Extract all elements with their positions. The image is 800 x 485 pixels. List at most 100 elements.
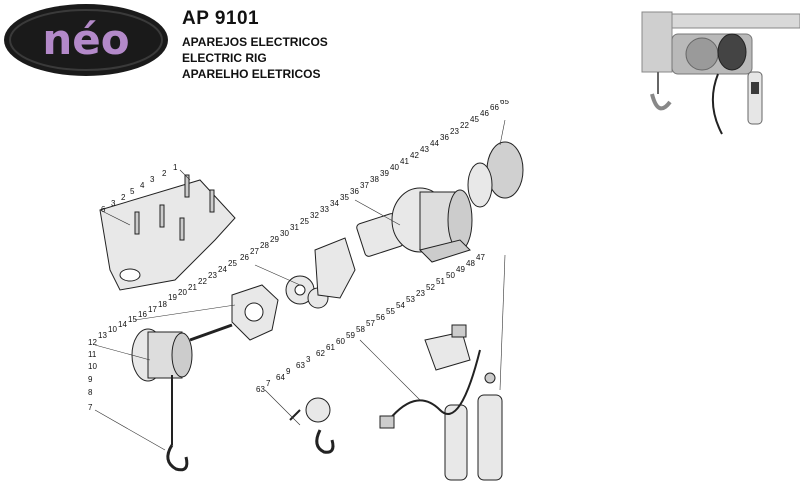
part-label: 10 (108, 325, 117, 334)
gear-cover (314, 237, 356, 299)
part-label: 3 (150, 175, 155, 184)
part-label: 52 (426, 283, 435, 292)
part-label: 34 (330, 199, 339, 208)
part-label: 27 (250, 247, 259, 256)
part-label: 8 (88, 388, 93, 397)
title-en: ELECTRIC RIG (182, 51, 267, 65)
part-label: 63 (256, 385, 265, 394)
title-pt: APARELHO ELETRICOS (182, 67, 321, 81)
part-label: 22 (460, 121, 469, 130)
part-label: 54 (396, 301, 405, 310)
part-label: 9 (286, 367, 291, 376)
part-label: 9 (88, 375, 93, 384)
part-label: 43 (420, 145, 429, 154)
part-label: 16 (138, 310, 147, 319)
part-label: 15 (128, 315, 137, 324)
part-label: 61 (326, 343, 335, 352)
pulley-hook (315, 429, 335, 454)
part-label: 30 (280, 229, 289, 238)
mounting-bracket (99, 179, 236, 291)
part-label: 59 (346, 331, 355, 340)
part-label: 28 (260, 241, 269, 250)
part-label: 40 (390, 163, 399, 172)
part-label: 33 (320, 205, 329, 214)
part-label: 50 (446, 271, 455, 280)
part-label: 25 (228, 259, 237, 268)
part-label: 11 (88, 350, 97, 359)
part-label: 22 (198, 277, 207, 286)
part-label: 66 (490, 103, 499, 112)
part-label: 7 (88, 403, 93, 412)
part-label: 39 (380, 169, 389, 178)
part-label: 45 (470, 115, 479, 124)
part-label: 36 (440, 133, 449, 142)
part-label: 64 (276, 373, 285, 382)
part-label: 48 (466, 259, 475, 268)
part-label: 26 (240, 253, 249, 262)
remote-pendant (444, 404, 468, 481)
part-label: 24 (218, 265, 227, 274)
part-label: 53 (406, 295, 415, 304)
part-label: 23 (450, 127, 459, 136)
bracket-bolts (134, 174, 215, 241)
part-label: 13 (98, 331, 107, 340)
part-label: 63 (296, 361, 305, 370)
part-label: 4 (140, 181, 145, 190)
part-label: 23 (416, 289, 425, 298)
part-label: 12 (88, 338, 97, 347)
part-label: 23 (208, 271, 217, 280)
product-photo (641, 11, 800, 135)
part-label: 47 (476, 253, 485, 262)
power-cord (384, 349, 481, 426)
part-label: 32 (310, 211, 319, 220)
part-label: 42 (410, 151, 419, 160)
part-labels: 1 2 3 4 5 2 3 6 7 8 9 10 11 12 13 10 14 … (88, 100, 509, 412)
part-label: 49 (456, 265, 465, 274)
base-plate (419, 239, 471, 263)
part-label: 19 (168, 293, 177, 302)
title-es: APAREJOS ELECTRICOS (182, 35, 328, 49)
part-label: 65 (500, 100, 509, 106)
part-label: 37 (360, 181, 369, 190)
part-label: 1 (173, 163, 178, 172)
part-label: 58 (356, 325, 365, 334)
fan-cover (486, 141, 524, 199)
part-label: 14 (118, 320, 127, 329)
model-title: AP 9101 (182, 8, 260, 29)
remote-pendant-body (477, 394, 503, 481)
part-label: 46 (480, 109, 489, 118)
part-label: 29 (270, 235, 279, 244)
part-label: 44 (430, 139, 439, 148)
part-label: 7 (266, 379, 271, 388)
control-box (424, 331, 471, 371)
part-label: 10 (88, 362, 97, 371)
part-label: 62 (316, 349, 325, 358)
part-label: 2 (121, 193, 126, 202)
part-label: 17 (148, 305, 157, 314)
part-label: 55 (386, 307, 395, 316)
part-label: 56 (376, 313, 385, 322)
part-label: 51 (436, 277, 445, 286)
pulley-wheel (305, 397, 331, 423)
part-label: 2 (162, 169, 167, 178)
exploded-parts-diagram: 1 2 3 4 5 2 3 6 7 8 9 10 11 12 13 10 14 … (88, 100, 524, 481)
header: AP 9101 APAREJOS ELECTRICOS ELECTRIC RIG… (182, 8, 328, 82)
part-label: 57 (366, 319, 375, 328)
part-label: 6 (101, 205, 106, 214)
part-label: 25 (300, 217, 309, 226)
part-label: 31 (290, 223, 299, 232)
part-label: 60 (336, 337, 345, 346)
part-label: 35 (340, 193, 349, 202)
part-label: 5 (130, 187, 135, 196)
part-label: 20 (178, 288, 187, 297)
part-label: 41 (400, 157, 409, 166)
part-label: 3 (111, 199, 116, 208)
lifting-hook (166, 444, 189, 472)
part-label: 3 (306, 355, 311, 364)
neo-logo: néo (4, 4, 168, 76)
part-label: 18 (158, 300, 167, 309)
part-label: 38 (370, 175, 379, 184)
part-label: 21 (188, 283, 197, 292)
part-label: 36 (350, 187, 359, 196)
logo-text: néo (42, 15, 129, 64)
